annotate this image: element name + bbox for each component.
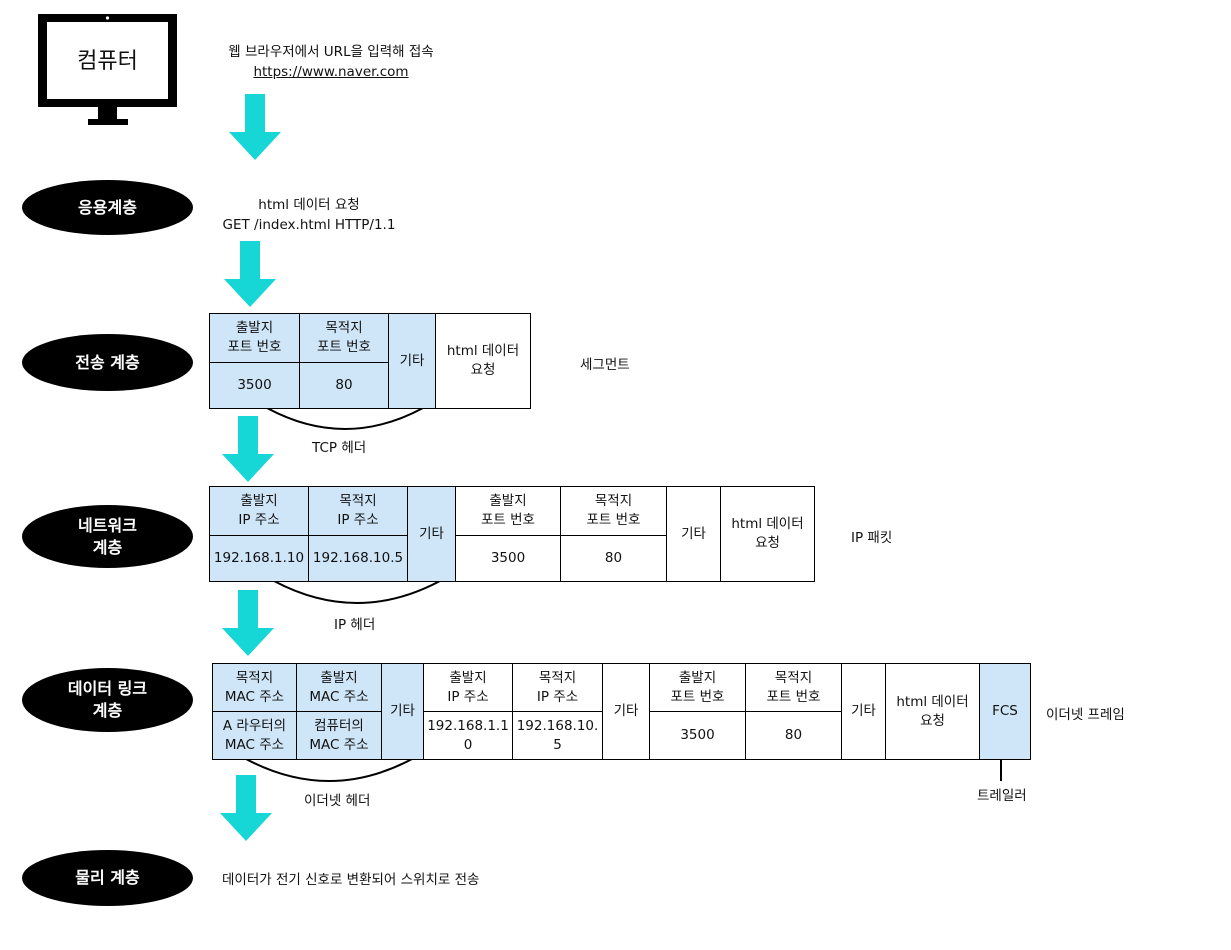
tcp-header-caption: TCP 헤더: [312, 440, 367, 456]
datalink-src-ip-val: 192.168.1.1 0: [423, 711, 513, 760]
tcp-header-brace: [266, 408, 424, 430]
ip-packet-caption: IP 패킷: [851, 530, 893, 546]
trailer-pointer-line: [1000, 760, 1002, 781]
datalink-src-port-head: 출발지 포트 번호: [649, 663, 746, 712]
datalink-dst-ip-head: 목적지 IP 주소: [512, 663, 603, 712]
network-src-port-val: 3500: [455, 535, 561, 582]
network-src-ip-head: 출발지 IP 주소: [209, 486, 309, 536]
trailer-caption: 트레일러: [977, 788, 1027, 804]
application-description: html 데이터 요청 GET /index.html HTTP/1.1: [196, 195, 422, 235]
datalink-payload: html 데이터 요청: [885, 663, 980, 760]
application-layer-node: 응용계층: [22, 180, 193, 235]
down-arrow-icon: [222, 590, 274, 656]
datalink-fcs: FCS: [979, 663, 1031, 760]
transport-layer-node: 전송 계층: [22, 334, 193, 391]
computer-description: 웹 브라우저에서 URL을 입력해 접속 https://www.naver.c…: [196, 42, 466, 82]
physical-layer-node: 물리 계층: [22, 850, 193, 906]
application-desc-line1: html 데이터 요청: [258, 197, 360, 213]
network-layer-node: 네트워크 계층: [22, 505, 193, 568]
transport-src-port-head: 출발지 포트 번호: [209, 313, 300, 363]
application-desc-line2: GET /index.html HTTP/1.1: [222, 217, 396, 233]
network-ip-etc: 기타: [407, 486, 456, 582]
datalink-src-port-val: 3500: [649, 711, 746, 760]
datalink-src-ip-head: 출발지 IP 주소: [423, 663, 513, 712]
transport-src-port-val: 3500: [209, 362, 300, 409]
datalink-src-mac-head: 출발지 MAC 주소: [296, 663, 382, 712]
transport-payload: html 데이터 요청: [435, 313, 531, 409]
network-dst-port-head: 목적지 포트 번호: [560, 486, 667, 536]
network-dst-port-val: 80: [560, 535, 667, 582]
computer-desc-line1: 웹 브라우저에서 URL을 입력해 접속: [228, 44, 434, 60]
down-arrow-icon: [220, 775, 272, 841]
ip-header-caption: IP 헤더: [334, 617, 376, 633]
transport-dst-port-val: 80: [299, 362, 389, 409]
ethernet-header-caption: 이더넷 헤더: [304, 793, 371, 809]
datalink-src-mac-val: 컴퓨터의 MAC 주소: [296, 711, 382, 760]
transport-etc: 기타: [388, 313, 436, 409]
physical-description: 데이터가 전기 신호로 변환되어 스위치로 전송: [222, 872, 480, 888]
datalink-ip-etc: 기타: [602, 663, 650, 760]
network-src-port-head: 출발지 포트 번호: [455, 486, 561, 536]
network-port-etc: 기타: [666, 486, 721, 582]
computer-label: 컴퓨터: [77, 49, 138, 74]
datalink-mac-etc: 기타: [381, 663, 424, 760]
datalink-layer-node: 데이터 링크 계층: [22, 668, 193, 732]
url-link[interactable]: https://www.naver.com: [253, 64, 409, 80]
down-arrow-icon: [224, 241, 276, 307]
datalink-dst-ip-val: 192.168.10. 5: [512, 711, 603, 760]
datalink-dst-port-val: 80: [745, 711, 842, 760]
computer-monitor-icon: [38, 14, 177, 125]
network-dst-ip-head: 목적지 IP 주소: [308, 486, 408, 536]
down-arrow-icon: [229, 94, 281, 160]
datalink-dst-mac-head: 목적지 MAC 주소: [212, 663, 297, 712]
ethernet-header-brace: [245, 759, 413, 782]
network-dst-ip-val: 192.168.10.5: [308, 535, 408, 582]
down-arrow-icon: [222, 416, 274, 482]
segment-caption: 세그먼트: [580, 357, 630, 373]
ip-header-brace: [273, 581, 441, 604]
datalink-port-etc: 기타: [841, 663, 886, 760]
network-src-ip-val: 192.168.1.10: [209, 535, 309, 582]
datalink-dst-mac-val: A 라우터의 MAC 주소: [212, 711, 297, 760]
network-payload: html 데이터 요청: [720, 486, 815, 582]
datalink-dst-port-head: 목적지 포트 번호: [745, 663, 842, 712]
ethernet-frame-caption: 이더넷 프레임: [1046, 707, 1125, 723]
transport-dst-port-head: 목적지 포트 번호: [299, 313, 389, 363]
